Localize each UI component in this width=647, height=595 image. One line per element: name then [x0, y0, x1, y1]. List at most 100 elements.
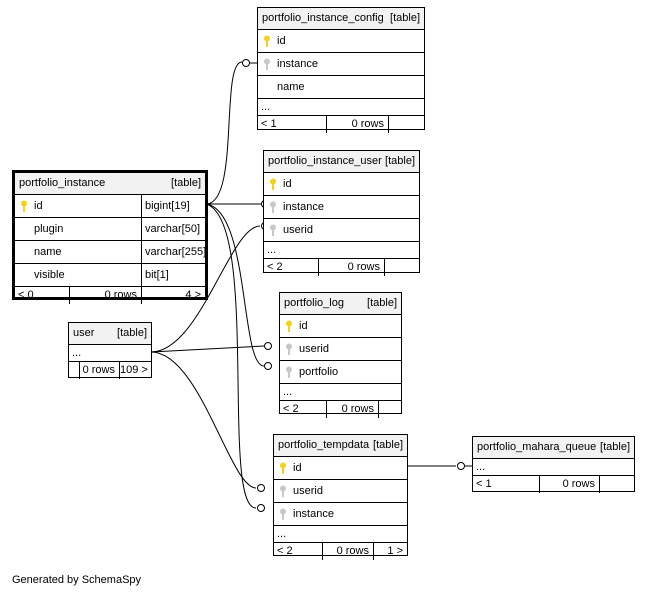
key-icon — [264, 35, 270, 47]
table-portfolio-instance[interactable]: portfolio_instance [table] id bigint[19]… — [12, 170, 208, 304]
column-name: instance — [277, 58, 318, 70]
column-row: id bigint[19] — [15, 195, 205, 218]
table-type: [table] — [390, 12, 420, 24]
table-name: portfolio_instance_user — [268, 155, 382, 167]
table-header: portfolio_instance [table] — [15, 173, 205, 195]
more-columns: ... — [280, 384, 401, 401]
edge-instance-tempdata — [205, 203, 257, 509]
table-portfolio-instance-config[interactable]: portfolio_instance_config [table] id ins… — [257, 7, 425, 133]
row-count: 0 rows — [326, 116, 388, 133]
column-name: id — [283, 178, 292, 190]
table-type: [table] — [171, 177, 201, 189]
column-row: userid — [280, 338, 401, 361]
table-footer: < 2 0 rows 1 > — [274, 543, 407, 560]
children-count — [599, 476, 634, 493]
table-name: portfolio_tempdata — [278, 439, 370, 451]
more-columns: ... — [69, 345, 151, 362]
column-row: name varchar[255] — [15, 241, 206, 264]
column-name: name — [277, 81, 305, 93]
table-portfolio-log[interactable]: portfolio_log [table] id userid portfoli… — [279, 292, 402, 418]
column-name: plugin — [34, 223, 64, 235]
column-row: id — [264, 173, 419, 196]
ellipsis: ... — [72, 347, 82, 359]
table-header: portfolio_mahara_queue [table] — [473, 437, 634, 459]
table-name: user — [73, 327, 95, 339]
column-row: id — [274, 457, 407, 480]
table-name: portfolio_mahara_queue — [477, 441, 597, 453]
children-count — [378, 401, 401, 418]
column-row: name — [258, 76, 424, 99]
table-header: portfolio_tempdata [table] — [274, 435, 407, 457]
table-footer: < 2 0 rows — [280, 401, 401, 418]
edge-user-log — [150, 345, 265, 353]
table-header: portfolio_instance_config [table] — [258, 8, 424, 30]
more-columns: ... — [258, 99, 424, 116]
table-user[interactable]: user [table] ... 0 rows 109 > — [68, 322, 152, 379]
edge-instance-log — [205, 203, 265, 367]
row-count: 0 rows — [322, 543, 373, 560]
ellipsis: ... — [476, 461, 486, 473]
edge-user-instance-user — [150, 225, 261, 353]
column-row: id — [258, 30, 424, 53]
parents-count: < 2 — [277, 545, 293, 557]
row-count: 0 rows — [69, 287, 141, 304]
table-footer: < 0 0 rows 4 > — [15, 287, 205, 304]
column-name: instance — [283, 201, 324, 213]
foreign-key-icon — [286, 366, 292, 378]
table-header: user [table] — [69, 323, 151, 345]
parents-count: < 0 — [18, 289, 34, 301]
column-name: id — [293, 462, 302, 474]
children-count — [388, 116, 424, 133]
key-icon — [270, 178, 276, 190]
foreign-key-icon — [264, 58, 270, 70]
foreign-key-icon — [280, 508, 286, 520]
column-row: instance — [274, 503, 407, 526]
column-name: userid — [283, 224, 313, 236]
table-footer: < 1 0 rows — [473, 476, 634, 493]
table-portfolio-instance-user[interactable]: portfolio_instance_user [table] id insta… — [263, 150, 420, 276]
table-footer: < 2 0 rows — [264, 259, 419, 276]
children-count — [384, 259, 419, 276]
column-type: bigint[19] — [141, 195, 205, 217]
table-type: [table] — [117, 327, 147, 339]
table-portfolio-mahara-queue[interactable]: portfolio_mahara_queue [table] ... < 1 0… — [472, 436, 635, 493]
parents-count: < 1 — [476, 478, 492, 490]
foreign-key-icon — [286, 343, 292, 355]
table-type: [table] — [373, 439, 403, 451]
children-count: 1 > — [373, 543, 407, 560]
table-portfolio-tempdata[interactable]: portfolio_tempdata [table] id userid ins… — [273, 434, 408, 560]
table-header: portfolio_instance_user [table] — [264, 151, 419, 173]
column-row: userid — [264, 219, 419, 242]
row-count: 0 rows — [318, 259, 384, 276]
table-footer: < 1 0 rows — [258, 116, 424, 133]
foreign-key-icon — [280, 485, 286, 497]
column-row: instance — [264, 196, 419, 219]
column-name: name — [34, 246, 62, 258]
table-name: portfolio_log — [284, 297, 344, 309]
edge-instance-config — [205, 61, 243, 205]
parents-count — [69, 362, 79, 379]
column-name: userid — [293, 485, 323, 497]
table-name: portfolio_instance_config — [262, 12, 384, 24]
table-type: [table] — [385, 155, 415, 167]
column-name: portfolio — [299, 366, 339, 378]
ellipsis: ... — [267, 244, 277, 256]
ellipsis: ... — [261, 101, 271, 113]
column-type: varchar[255] — [141, 241, 206, 263]
column-name: userid — [299, 343, 329, 355]
table-type: [table] — [600, 441, 630, 453]
row-count: 0 rows — [79, 362, 119, 379]
row-count: 0 rows — [326, 401, 378, 418]
ellipsis: ... — [283, 386, 293, 398]
column-row: id — [280, 315, 401, 338]
foreign-key-icon — [270, 224, 276, 236]
column-row: visible bit[1] — [15, 264, 205, 287]
parents-count: < 2 — [283, 403, 299, 415]
column-row: plugin varchar[50] — [15, 218, 205, 241]
parents-count: < 1 — [261, 118, 277, 130]
more-columns: ... — [473, 459, 634, 476]
column-name: id — [34, 200, 43, 212]
more-columns: ... — [264, 242, 419, 259]
column-name: id — [277, 35, 286, 47]
column-row: userid — [274, 480, 407, 503]
